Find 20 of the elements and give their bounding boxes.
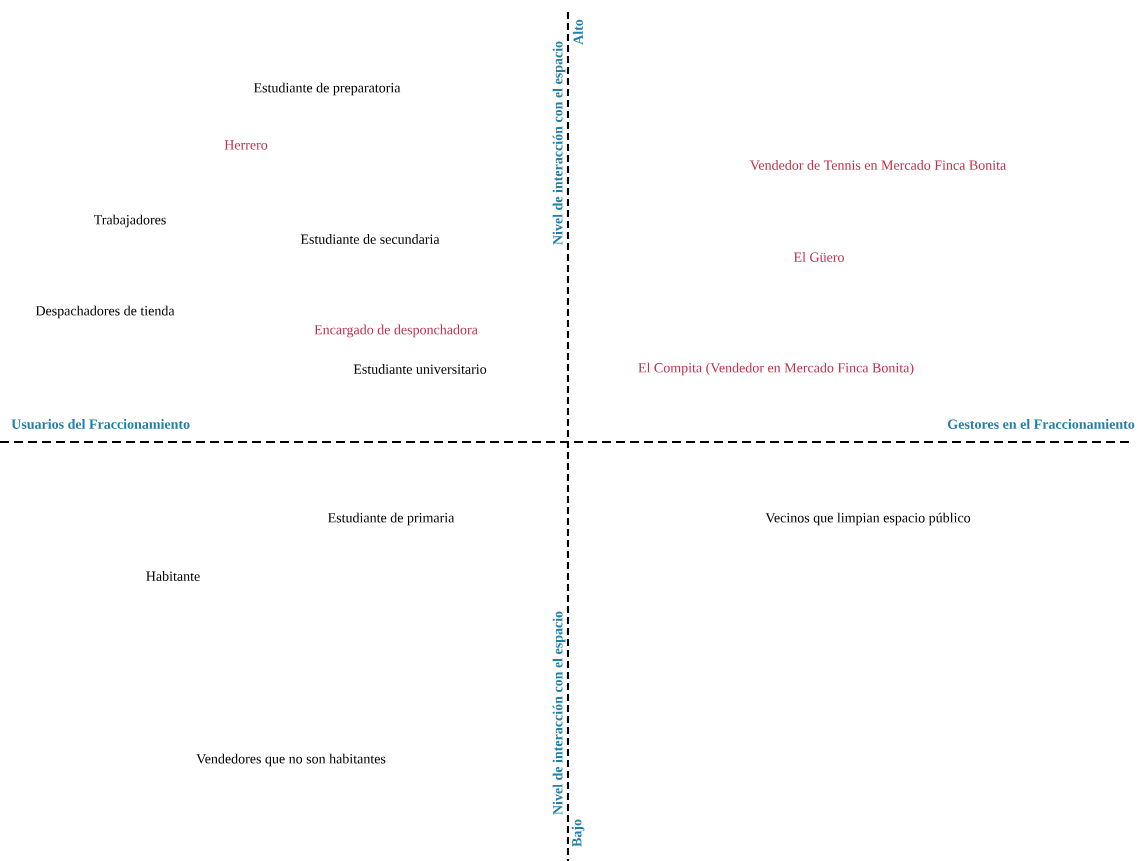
role-label: Herrero — [224, 140, 268, 150]
role-label: Vendedor de Tennis en Mercado Finca Bonita — [749, 160, 1006, 170]
axis-label: Nivel de interacción con el espacio — [552, 611, 566, 815]
role-label: Estudiante universitario — [353, 364, 487, 374]
axis-label: Usuarios del Fraccionamiento — [11, 419, 190, 429]
role-label: El Güero — [793, 252, 844, 262]
role-label: Estudiante de secundaria — [300, 234, 440, 244]
role-label: Despachadores de tienda — [35, 305, 175, 319]
role-label: Vecinos que limpian espacio público — [765, 512, 971, 526]
axis-label: Gestores en el Fraccionamiento — [947, 419, 1135, 429]
role-label: Encargado de desponchadora — [314, 324, 478, 338]
role-label: El Compita (Vendedor en Mercado Finca Bonita) — [638, 362, 914, 376]
role-label: Estudiante de preparatoria — [253, 82, 401, 96]
role-label: Vendedores que no son habitantes — [196, 753, 386, 767]
role-label: Trabajadores — [93, 214, 166, 228]
axis-label: Nivel de interacción con el espacio — [552, 41, 566, 245]
role-label: Habitante — [146, 571, 200, 581]
axis-label: Bajo — [571, 819, 585, 847]
role-label: Estudiante de primaria — [328, 512, 455, 526]
axis-label: Alto — [573, 19, 583, 45]
